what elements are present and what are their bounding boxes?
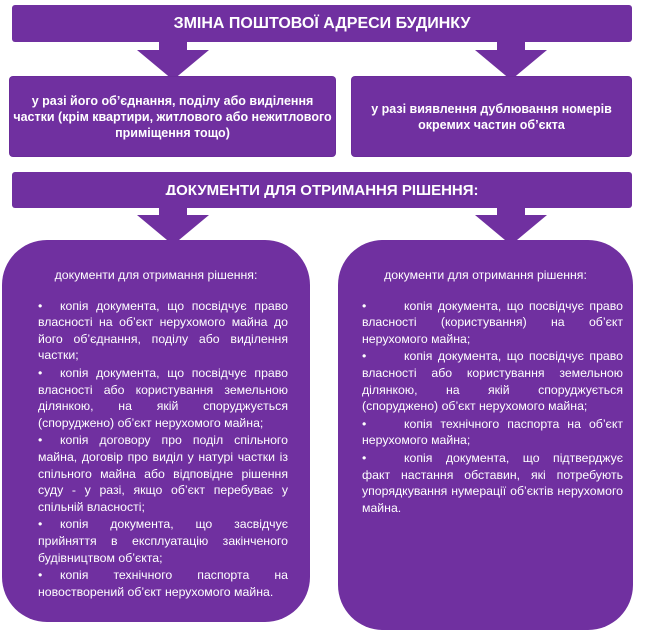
panel-heading: документи для отримання рішення:: [54, 268, 258, 282]
list-item: •копія технічного паспорта на новостворе…: [38, 567, 288, 600]
list-item-text: копія технічного паспорта на новостворен…: [38, 568, 288, 599]
documents-panel-left: документи для отримання рішення: •копія …: [2, 240, 310, 622]
documents-list-left: •копія документа, що посвідчує право вла…: [2, 298, 310, 601]
case-duplicate-numbers-text: у разі виявлення дублювання номерів окре…: [371, 101, 612, 132]
bullet-icon: •: [38, 517, 43, 532]
list-item-text: копія документа, що посвідчує право влас…: [38, 298, 288, 363]
list-item: •копія технічного паспорта на об’єкт нер…: [362, 416, 623, 449]
arrow-down-left-1: [137, 30, 209, 80]
list-item-text: копія документа, що посвідчує право влас…: [362, 298, 623, 346]
bullet-icon: •: [362, 450, 367, 465]
list-item-text: копія документа, що посвідчує право влас…: [38, 365, 288, 430]
main-title: ЗМІНА ПОШТОВОЇ АДРЕСИ БУДИНКУ: [12, 5, 632, 42]
case-duplicate-numbers-box: у разі виявлення дублювання номерів окре…: [352, 77, 631, 156]
list-item: •копія документа, що підтверджує факт на…: [362, 450, 623, 516]
case-merge-split-box: у разі його об’єднання, поділу або виділ…: [10, 77, 335, 156]
list-item: •копія документа, що посвідчує право вла…: [362, 298, 623, 348]
documents-title: ДОКУМЕНТИ ДЛЯ ОТРИМАННЯ РІШЕННЯ:: [12, 172, 632, 208]
bullet-icon: •: [362, 416, 367, 431]
list-item-text: копія документа, що посвідчує право влас…: [362, 349, 623, 414]
bullet-icon: •: [38, 568, 43, 583]
bullet-icon: •: [38, 433, 43, 448]
panel-heading: документи для отримання рішення:: [384, 268, 587, 282]
list-item-text: копія документа, що підтверджує факт нас…: [362, 450, 623, 515]
bullet-icon: •: [362, 349, 367, 364]
list-item-text: копія договору про поділ спільного майна…: [38, 433, 288, 514]
list-item: •копія документа, що посвідчує право вла…: [38, 365, 288, 431]
bullet-icon: •: [362, 298, 367, 313]
list-item-text: копія технічного паспорта на об’єкт неру…: [362, 416, 623, 448]
arrow-down-right-1: [475, 30, 547, 80]
bullet-icon: •: [38, 298, 43, 313]
list-item: •копія документа, що посвідчує право вла…: [38, 298, 288, 364]
bullet-icon: •: [38, 365, 43, 380]
case-merge-split-text: у разі його об’єднання, поділу або виділ…: [13, 93, 332, 140]
list-item: •копія документа, що засвідчує прийняття…: [38, 516, 288, 566]
list-item-text: копія документа, що засвідчує прийняття …: [38, 517, 288, 565]
list-item: •копія документа, що посвідчує право вла…: [362, 348, 623, 414]
documents-panel-right: документи для отримання рішення: •копія …: [338, 240, 633, 630]
documents-list-right: •копія документа, що посвідчує право вла…: [338, 298, 633, 517]
list-item: •копія договору про поділ спільного майн…: [38, 432, 288, 515]
